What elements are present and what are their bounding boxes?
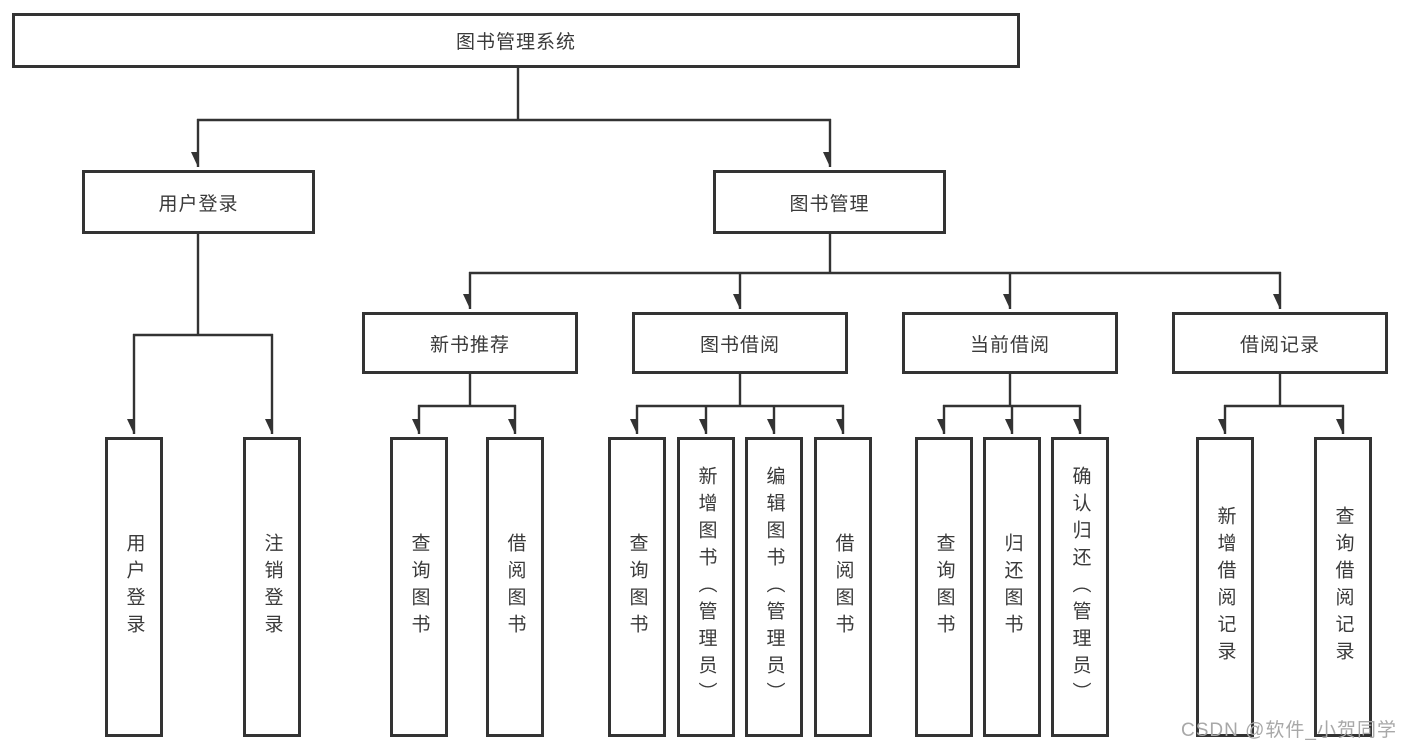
leaf-record-query-label: 查询借阅记录 bbox=[1332, 506, 1354, 668]
node-root: 图书管理系统 bbox=[12, 13, 1020, 68]
leaf-borrow-edit-books-admin: 编辑图书（管理员） bbox=[745, 437, 803, 737]
node-book-management-label: 图书管理 bbox=[789, 193, 870, 215]
leaf-record-add: 新增借阅记录 bbox=[1196, 437, 1254, 737]
leaf-borrow-add-books-admin-label: 新增图书（管理员） bbox=[695, 465, 717, 709]
leaf-borrow-add-books-admin: 新增图书（管理员） bbox=[677, 437, 735, 737]
leaf-current-confirm-return-admin: 确认归还（管理员） bbox=[1051, 437, 1109, 737]
leaf-borrow-borrow-books-label: 借阅图书 bbox=[832, 533, 854, 641]
node-current-borrow: 当前借阅 bbox=[902, 312, 1118, 374]
leaf-current-query-books-label: 查询图书 bbox=[933, 533, 955, 641]
leaf-current-return-books-label: 归还图书 bbox=[1001, 533, 1023, 641]
node-book-management: 图书管理 bbox=[713, 170, 946, 234]
node-book-borrow: 图书借阅 bbox=[632, 312, 848, 374]
leaf-logout-label: 注销登录 bbox=[261, 533, 283, 641]
leaf-newbook-borrow-books: 借阅图书 bbox=[486, 437, 544, 737]
node-borrow-record: 借阅记录 bbox=[1172, 312, 1388, 374]
leaf-borrow-edit-books-admin-label: 编辑图书（管理员） bbox=[763, 465, 785, 709]
leaf-record-query: 查询借阅记录 bbox=[1314, 437, 1372, 737]
node-new-book-recommend: 新书推荐 bbox=[362, 312, 578, 374]
leaf-user-login: 用户登录 bbox=[105, 437, 163, 737]
leaf-current-return-books: 归还图书 bbox=[983, 437, 1041, 737]
node-borrow-record-label: 借阅记录 bbox=[1239, 334, 1320, 356]
node-root-label: 图书管理系统 bbox=[455, 32, 576, 53]
leaf-borrow-borrow-books: 借阅图书 bbox=[814, 437, 872, 737]
leaf-current-confirm-return-admin-label: 确认归还（管理员） bbox=[1069, 465, 1091, 709]
node-new-book-recommend-label: 新书推荐 bbox=[429, 334, 510, 356]
leaf-logout: 注销登录 bbox=[243, 437, 301, 737]
node-user-login: 用户登录 bbox=[82, 170, 315, 234]
leaf-record-add-label: 新增借阅记录 bbox=[1214, 506, 1236, 668]
node-book-borrow-label: 图书借阅 bbox=[699, 334, 780, 356]
leaf-newbook-query-books-label: 查询图书 bbox=[408, 533, 430, 641]
leaf-newbook-query-books: 查询图书 bbox=[390, 437, 448, 737]
leaf-borrow-query-books-label: 查询图书 bbox=[626, 533, 648, 641]
leaf-borrow-query-books: 查询图书 bbox=[608, 437, 666, 737]
leaf-current-query-books: 查询图书 bbox=[915, 437, 973, 737]
csdn-watermark: CSDN @软件_小贺同学 bbox=[1181, 720, 1397, 741]
node-current-borrow-label: 当前借阅 bbox=[969, 334, 1050, 356]
leaf-user-login-label: 用户登录 bbox=[123, 533, 145, 641]
node-user-login-label: 用户登录 bbox=[158, 193, 239, 215]
leaf-newbook-borrow-books-label: 借阅图书 bbox=[504, 533, 526, 641]
